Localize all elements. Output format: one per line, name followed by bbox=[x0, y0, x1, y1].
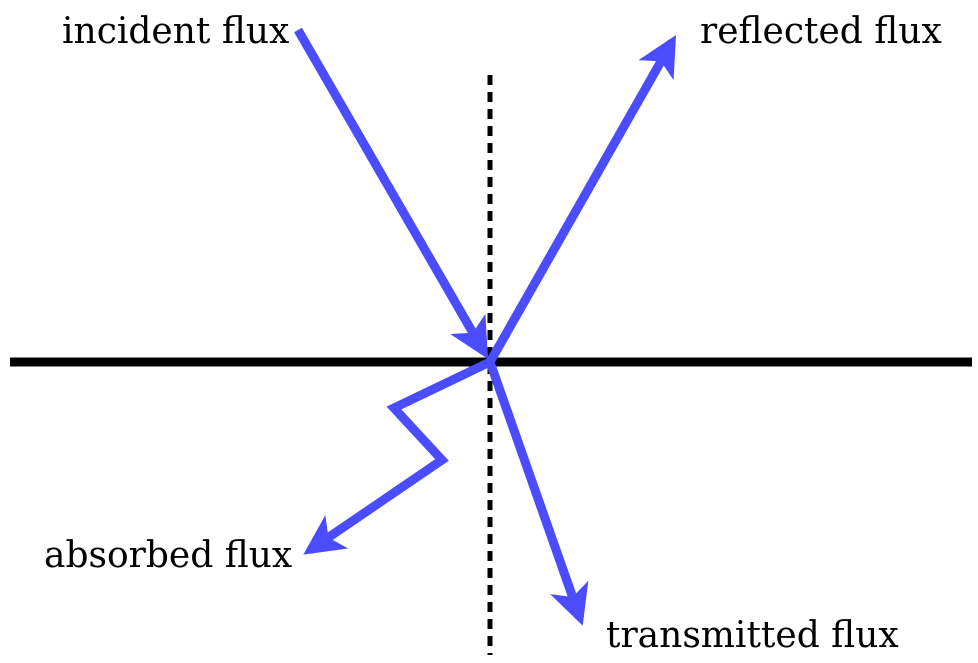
reflected-flux-label: reflected flux bbox=[700, 11, 942, 52]
reflected-arrow bbox=[486, 34, 677, 365]
transmitted-arrow bbox=[485, 360, 589, 626]
absorbed-arrow bbox=[303, 357, 492, 555]
absorbed-flux-label: absorbed flux bbox=[44, 535, 293, 576]
incident-flux-label: incident flux bbox=[62, 11, 290, 52]
transmitted-flux-label: transmitted flux bbox=[606, 615, 899, 656]
incident-arrow bbox=[294, 27, 489, 360]
